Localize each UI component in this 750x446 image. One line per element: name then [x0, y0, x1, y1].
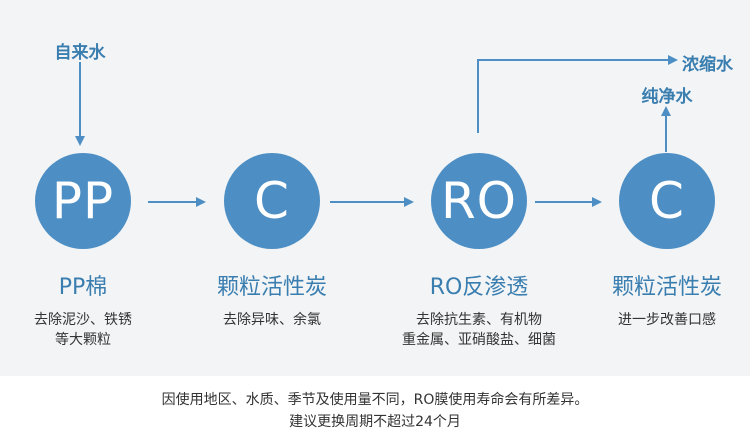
stage-ro-desc-line: 重金属、亚硝酸盐、细菌	[402, 332, 556, 348]
stage-pp-desc-line: 等大颗粒	[55, 332, 111, 348]
footer-line-2: 建议更换周期不超过24个月	[289, 414, 461, 430]
arrow-ro-to-concentrate	[477, 55, 678, 133]
stage-pp-desc-line: 去除泥沙、铁锈	[34, 312, 132, 328]
stage-ro-desc: 去除抗生素、有机物 重金属、亚硝酸盐、细菌	[369, 310, 589, 350]
stage-ro-name: RO反渗透	[429, 275, 529, 300]
stage-carbon-1-desc: 去除异味、余氯	[162, 310, 382, 330]
stage-ro-circle: RO	[431, 153, 527, 249]
pure-water-label: 纯净水	[641, 87, 693, 107]
footer-line-1: 因使用地区、水质、季节及使用量不同，RO膜使用寿命会有所差异。	[161, 392, 589, 408]
concentrate-label: 浓缩水	[682, 55, 733, 75]
stage-carbon-1-name: 颗粒活性炭	[216, 275, 327, 300]
stage-carbon-2-circle: C	[619, 153, 715, 249]
stage-ro-desc-line: 去除抗生素、有机物	[416, 312, 542, 328]
stage-pp-desc: 去除泥沙、铁锈 等大颗粒	[0, 310, 193, 350]
stage-carbon-1-circle: C	[224, 153, 320, 249]
stage-pp-name: PP棉	[58, 275, 108, 300]
footer-note: 因使用地区、水质、季节及使用量不同，RO膜使用寿命会有所差异。 建议更换周期不超…	[0, 376, 750, 446]
stage-carbon-2-name: 颗粒活性炭	[611, 275, 722, 300]
stage-carbon-2-desc-line: 进一步改善口感	[618, 312, 716, 328]
stage-carbon-2-desc: 进一步改善口感	[557, 310, 750, 330]
stage-carbon-1-desc-line: 去除异味、余氯	[223, 312, 321, 328]
flow-arrows	[75, 55, 678, 207]
source-label: 自来水	[54, 43, 106, 63]
stage-pp-circle: PP	[35, 153, 131, 249]
